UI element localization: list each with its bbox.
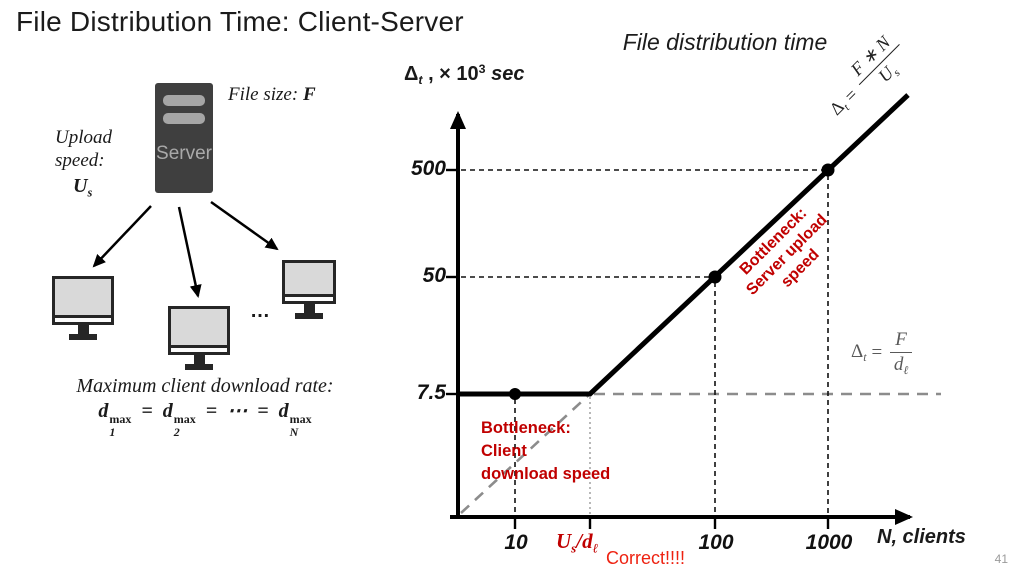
client-monitor-icon	[282, 260, 336, 319]
x-tick-us-over-dl: Us/dℓ	[556, 529, 599, 556]
upload-speed-line2: speed:	[55, 150, 105, 171]
data-points	[509, 163, 835, 400]
x-axis-label: N, clients	[877, 526, 966, 548]
file-size-symbol: F	[302, 84, 316, 105]
x-tick-100: 100	[698, 531, 734, 554]
correct-annotation: Correct!!!!	[606, 548, 686, 568]
point-10-7.5	[509, 388, 521, 400]
y-tick-50: 50	[422, 264, 446, 287]
asymptote-dashes	[460, 391, 941, 514]
file-size-text: File size:	[228, 84, 303, 105]
upload-speed-symbol: Us	[73, 175, 93, 200]
y-tick-500: 500	[410, 157, 446, 180]
client-bottleneck-formula: Δt = F dℓ	[851, 329, 915, 378]
server-drive-bar	[163, 95, 205, 106]
client-monitor-icon	[52, 276, 114, 340]
x-tick-1000: 1000	[805, 531, 853, 554]
axes	[446, 111, 913, 529]
point-100-50	[708, 270, 722, 284]
file-size-label: File size: F	[228, 84, 316, 106]
x-tick-10: 10	[504, 531, 528, 554]
page-number: 41	[994, 552, 1008, 566]
server-icon: Server	[155, 83, 213, 193]
server-arrows	[92, 200, 279, 298]
point-1000-500	[821, 163, 835, 177]
cdots: ⋯	[227, 400, 248, 422]
y-tick-7.5: 7.5	[416, 381, 446, 404]
server-label: Server	[156, 143, 212, 164]
client-monitor-icon	[168, 306, 230, 370]
upload-speed-label: Upload speed: Us	[55, 126, 112, 204]
page-title: File Distribution Time: Client-Server	[16, 6, 464, 37]
clients-ellipsis: …	[250, 300, 271, 322]
chart-title: File distribution time	[622, 29, 828, 55]
y-axis-label: Δt , × 103 sec	[404, 62, 525, 88]
distribution-line	[458, 93, 910, 397]
grid-dashed-lines	[461, 169, 829, 515]
upload-speed-line1: Upload	[55, 127, 112, 148]
server-drive-bar	[163, 113, 205, 124]
bottleneck-client-label: Bottleneck: Client download speed	[481, 419, 611, 483]
axis-ticks	[446, 168, 830, 529]
max-rate-label: Maximum client download rate:	[76, 375, 334, 397]
